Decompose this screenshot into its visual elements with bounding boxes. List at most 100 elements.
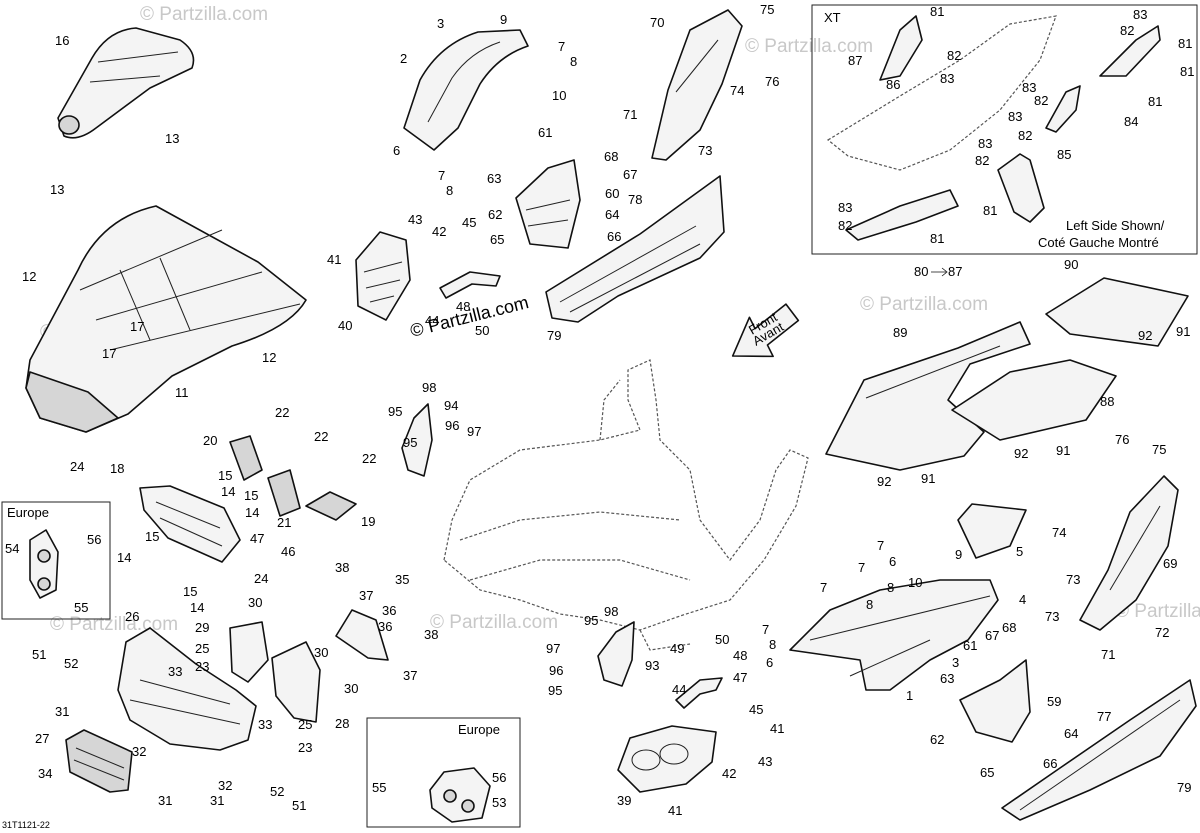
callout-69: 69 bbox=[1163, 556, 1177, 571]
part-40-side-vent bbox=[355, 231, 411, 321]
callout-12: 12 bbox=[22, 269, 36, 284]
callout-48: 48 bbox=[456, 299, 470, 314]
callout-38: 38 bbox=[424, 627, 438, 642]
callout-45: 45 bbox=[749, 702, 763, 717]
callout-33: 33 bbox=[258, 717, 272, 732]
callout-32: 32 bbox=[132, 744, 146, 759]
callout-77: 77 bbox=[1097, 709, 1111, 724]
callout-67: 67 bbox=[623, 167, 637, 182]
callout-92: 92 bbox=[877, 474, 891, 489]
callout-90: 90 bbox=[1064, 257, 1078, 272]
watermark-text: © Partzilla.com bbox=[50, 614, 178, 635]
callout-42: 42 bbox=[722, 766, 736, 781]
callout-81: 81 bbox=[1180, 64, 1194, 79]
callout-81: 81 bbox=[983, 203, 997, 218]
callout-62: 62 bbox=[930, 732, 944, 747]
callout-61: 61 bbox=[963, 638, 977, 653]
callout-3: 3 bbox=[952, 655, 959, 670]
relation-80-to-87: 80 87 bbox=[914, 264, 962, 279]
callout-76: 76 bbox=[765, 74, 779, 89]
callout-41: 41 bbox=[327, 252, 341, 267]
callout-64: 64 bbox=[605, 207, 619, 222]
callout-7: 7 bbox=[558, 39, 565, 54]
callout-24: 24 bbox=[70, 459, 84, 474]
part-26-bumper bbox=[117, 627, 257, 751]
xt-note-line2: Coté Gauche Montré bbox=[1038, 235, 1159, 250]
callout-14: 14 bbox=[245, 505, 259, 520]
callout-43: 43 bbox=[758, 754, 772, 769]
callout-6: 6 bbox=[393, 143, 400, 158]
callout-67: 67 bbox=[985, 628, 999, 643]
callout-22: 22 bbox=[314, 429, 328, 444]
europe-left-title: Europe bbox=[7, 505, 49, 520]
drawing-reference: 31T1121-22 bbox=[2, 820, 50, 830]
callout-14: 14 bbox=[221, 484, 235, 499]
callout-75: 75 bbox=[760, 2, 774, 17]
callout-82: 82 bbox=[975, 153, 989, 168]
part-16-nose-cover bbox=[57, 27, 195, 139]
callout-40: 40 bbox=[338, 318, 352, 333]
callout-31: 31 bbox=[55, 704, 69, 719]
europe-bottom-title: Europe bbox=[458, 722, 500, 737]
callout-83: 83 bbox=[978, 136, 992, 151]
part-78-side-panel bbox=[545, 175, 725, 323]
callout-73: 73 bbox=[1066, 572, 1080, 587]
callout-9: 9 bbox=[500, 12, 507, 27]
callout-71: 71 bbox=[623, 107, 637, 122]
callout-31: 31 bbox=[210, 793, 224, 808]
callout-82: 82 bbox=[1120, 23, 1134, 38]
part-37-bracket bbox=[335, 609, 389, 661]
callout-52: 52 bbox=[64, 656, 78, 671]
callout-18: 18 bbox=[110, 461, 124, 476]
callout-98: 98 bbox=[604, 604, 618, 619]
callout-68: 68 bbox=[604, 149, 618, 164]
callout-92: 92 bbox=[1014, 446, 1028, 461]
xt-inset-title: XT bbox=[824, 10, 841, 25]
part-94-upper-side-cover bbox=[401, 403, 433, 477]
callout-41: 41 bbox=[668, 803, 682, 818]
callout-8: 8 bbox=[570, 54, 577, 69]
callout-10: 10 bbox=[552, 88, 566, 103]
callout-3: 3 bbox=[437, 16, 444, 31]
callout-36: 36 bbox=[378, 619, 392, 634]
callout-78: 78 bbox=[628, 192, 642, 207]
callout-30: 30 bbox=[344, 681, 358, 696]
callout-9: 9 bbox=[955, 547, 962, 562]
callout-15: 15 bbox=[218, 468, 232, 483]
callout-89: 89 bbox=[893, 325, 907, 340]
callout-95: 95 bbox=[548, 683, 562, 698]
callout-85: 85 bbox=[1057, 147, 1071, 162]
callout-19: 19 bbox=[361, 514, 375, 529]
callout-87: 87 bbox=[848, 53, 862, 68]
callout-96: 96 bbox=[445, 418, 459, 433]
callout-8: 8 bbox=[866, 597, 873, 612]
callout-83: 83 bbox=[940, 71, 954, 86]
callout-7: 7 bbox=[820, 580, 827, 595]
callout-82: 82 bbox=[1018, 128, 1032, 143]
callout-26: 26 bbox=[125, 609, 139, 624]
callout-51: 51 bbox=[292, 798, 306, 813]
callout-47: 47 bbox=[733, 670, 747, 685]
part-88-skid-plate bbox=[951, 359, 1117, 441]
europe-inset-bottom: Europe bbox=[366, 717, 521, 828]
callout-70: 70 bbox=[650, 15, 664, 30]
front-direction-arrow: Front Avant bbox=[731, 303, 800, 358]
callout-62: 62 bbox=[488, 207, 502, 222]
callout-49: 49 bbox=[670, 641, 684, 656]
callout-54: 54 bbox=[5, 541, 19, 556]
part-44-bracket bbox=[439, 271, 501, 299]
callout-81: 81 bbox=[1178, 36, 1192, 51]
part-1-side-panel bbox=[789, 579, 999, 691]
callout-42: 42 bbox=[432, 224, 446, 239]
callout-17: 17 bbox=[102, 346, 116, 361]
callout-35: 35 bbox=[395, 572, 409, 587]
callout-8: 8 bbox=[769, 637, 776, 652]
callout-55: 55 bbox=[372, 780, 386, 795]
callout-60: 60 bbox=[605, 186, 619, 201]
callout-6: 6 bbox=[889, 554, 896, 569]
callout-7: 7 bbox=[877, 538, 884, 553]
callout-79: 79 bbox=[547, 328, 561, 343]
callout-74: 74 bbox=[730, 83, 744, 98]
callout-71: 71 bbox=[1101, 647, 1115, 662]
callout-95: 95 bbox=[388, 404, 402, 419]
